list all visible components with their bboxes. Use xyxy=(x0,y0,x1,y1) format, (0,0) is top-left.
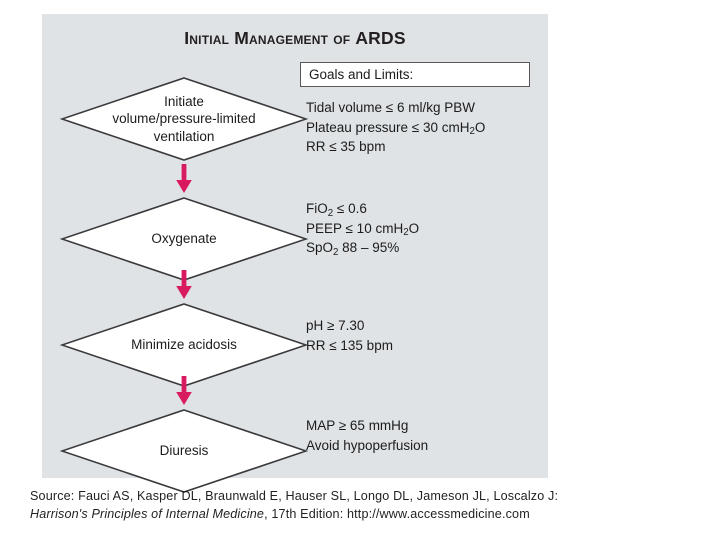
arrow-down-icon xyxy=(174,270,194,300)
diagram-panel: Initial Management of ARDS Goals and Lim… xyxy=(42,14,548,493)
goals-and-limits-box: Goals and Limits: xyxy=(300,62,530,87)
note-line: PEEP ≤ 10 cmH2O xyxy=(306,220,420,239)
citation-book-title: Harrison's Principles of Internal Medici… xyxy=(30,506,265,521)
arrow-down-icon xyxy=(174,376,194,406)
title-acronym: ARDS xyxy=(355,28,406,48)
subscript: 2 xyxy=(403,227,409,239)
diamond-shape xyxy=(60,76,308,162)
source-citation: Source: Fauci AS, Kasper DL, Braunwald E… xyxy=(30,488,720,524)
title-small-caps: Initial Management of xyxy=(184,28,356,48)
goals-notes-diuresis: MAP ≥ 65 mmHg Avoid hypoperfusion xyxy=(306,416,546,455)
goals-and-limits-label: Goals and Limits: xyxy=(309,67,414,82)
citation-authors: Source: Fauci AS, Kasper DL, Braunwald E… xyxy=(30,489,559,503)
citation-edition: , 17th Edition: http://www.accessmedicin… xyxy=(264,506,530,521)
subscript: 2 xyxy=(333,246,339,258)
note-line: MAP ≥ 65 mmHg xyxy=(306,418,409,433)
subscript: 2 xyxy=(327,207,334,219)
flow-node-initiate-ventilation: Initiate volume/pressure-limited ventila… xyxy=(60,76,308,162)
note-line: FiO2 ≤ 0.6 xyxy=(306,201,367,219)
subscript: 2 xyxy=(469,126,475,138)
note-line: Avoid hypoperfusion xyxy=(306,437,429,453)
arrow-down-icon xyxy=(174,164,194,194)
citation-reference: Harrison's Principles of Internal Medici… xyxy=(30,506,720,524)
goals-notes-minimize-acidosis: pH ≥ 7.30 RR ≤ 135 bpm xyxy=(306,316,546,355)
goals-notes-initiate-ventilation: Tidal volume ≤ 6 ml/kg PBW Plateau press… xyxy=(306,98,546,157)
flow-node-diuresis: Diuresis xyxy=(60,408,308,494)
note-line: RR ≤ 135 bpm xyxy=(306,337,393,353)
goals-notes-oxygenate: FiO2 ≤ 0.6 PEEP ≤ 10 cmH2O SpO2 88 – 95% xyxy=(306,199,546,258)
note-line: RR ≤ 35 bpm xyxy=(306,139,386,155)
diamond-shape xyxy=(60,408,308,494)
note-line: SpO2 88 – 95% xyxy=(306,240,400,258)
page-title: Initial Management of ARDS xyxy=(42,28,548,49)
note-line: Tidal volume ≤ 6 ml/kg PBW xyxy=(306,100,475,115)
note-line: pH ≥ 7.30 xyxy=(306,318,365,333)
note-line: Plateau pressure ≤ 30 cmH2O xyxy=(306,119,486,138)
